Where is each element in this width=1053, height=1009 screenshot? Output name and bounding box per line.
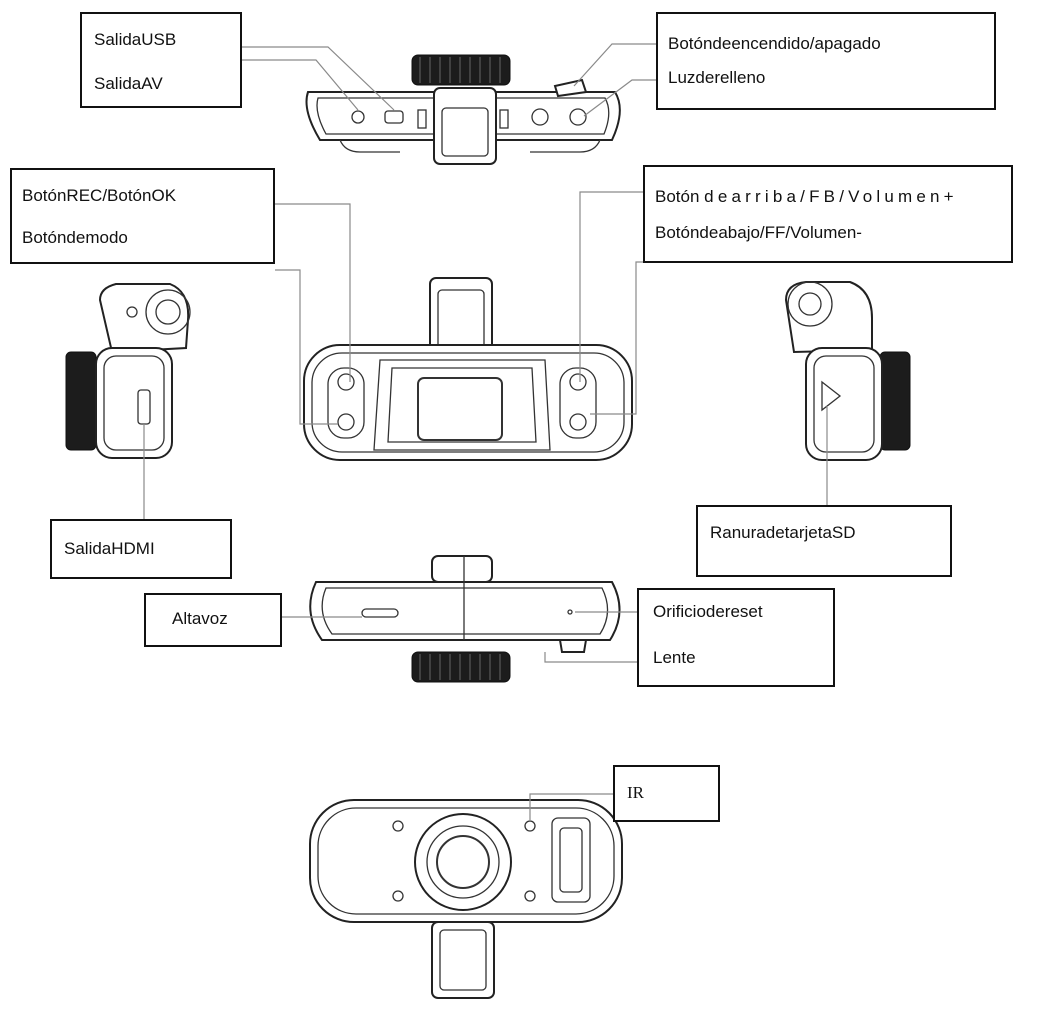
callout-hdmi: SalidaHDMI: [50, 519, 232, 579]
callout-rec-mode: BotónREC/BotónOK Botóndemodo: [10, 168, 275, 264]
bottom-view-body: [309, 581, 621, 641]
rec-ok-button-icon: [337, 373, 355, 391]
label-power-button: Botóndeencendido/apagado: [668, 34, 881, 53]
camera-top-view: [305, 54, 621, 165]
callout-speaker: Altavoz: [144, 593, 282, 647]
back-view-body: [303, 344, 633, 461]
bottom-view-knob: [411, 651, 511, 683]
left-side-knob: [65, 351, 97, 451]
label-mode-button: Botóndemodo: [22, 228, 128, 247]
label-hdmi-output: SalidaHDMI: [64, 539, 155, 558]
sd-slot-icon: [821, 380, 842, 412]
label-av-output: SalidaAV: [94, 74, 163, 93]
label-usb-output: SalidaUSB: [94, 30, 177, 49]
lens-glass: [436, 835, 490, 889]
right-side-knob: [879, 351, 911, 451]
label-reset-hole: Orificiodereset: [653, 602, 763, 621]
mode-button-icon: [337, 413, 355, 431]
label-up-button-prefix: Botón: [655, 187, 700, 206]
label-speaker: Altavoz: [172, 609, 228, 628]
camera-right-side-view: [784, 281, 911, 461]
speaker-grille-icon: [361, 608, 399, 618]
up-button-icon: [569, 373, 587, 391]
down-button-icon: [569, 413, 587, 431]
front-view-mount: [431, 921, 495, 999]
callout-sd-slot: RanuradetarjetaSD: [696, 505, 952, 577]
callout-usb-av: SalidaUSB SalidaAV: [80, 12, 242, 108]
av-port-icon: [351, 110, 365, 124]
callout-up-down: Botón dearriba/FB/Volumen+ Botóndeabajo/…: [643, 165, 1013, 263]
camera-front-view: [309, 799, 623, 999]
label-fill-light: Luzderelleno: [668, 68, 766, 87]
lens-ring: [414, 813, 512, 911]
reset-hole-icon: [567, 609, 573, 615]
label-up-button: Botón dearriba/FB/Volumen+: [655, 187, 958, 207]
label-down-button: Botóndeabajo/FF/Volumen-: [655, 223, 862, 242]
label-sd-slot: RanuradetarjetaSD: [710, 523, 856, 542]
leader-lines: [143, 43, 828, 821]
top-view-knob: [411, 54, 511, 86]
callout-reset-lens: Orificiodereset Lente: [637, 588, 835, 687]
ir-led-icon: [392, 820, 404, 832]
label-up-button-rest: dearriba/FB/Volumen+: [704, 187, 958, 206]
callout-ir: IR: [613, 765, 720, 822]
label-lens: Lente: [653, 648, 696, 667]
camera-left-side-view: [65, 283, 191, 459]
camera-bottom-view: [309, 555, 621, 683]
callout-power-light: Botóndeencendido/apagado Luzderelleno: [656, 12, 996, 110]
usb-port-icon: [384, 110, 404, 124]
label-rec-ok-button: BotónREC/BotónOK: [22, 186, 177, 205]
camera-back-view: [303, 277, 633, 461]
lcd-screen: [417, 377, 503, 441]
label-ir: IR: [627, 783, 644, 802]
power-button-icon: [531, 108, 549, 126]
fill-light-icon: [569, 108, 587, 126]
